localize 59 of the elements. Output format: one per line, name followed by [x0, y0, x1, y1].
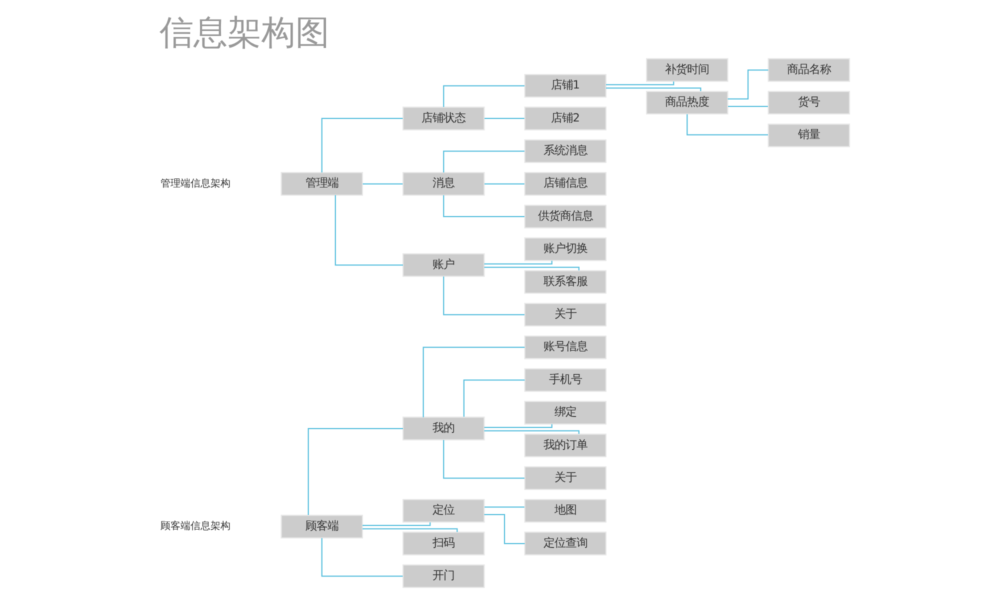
node-box: 地图 — [524, 498, 607, 523]
connector — [443, 150, 524, 172]
connector — [334, 195, 404, 266]
node-box: 管理端 — [280, 172, 364, 196]
node-box: 货号 — [768, 90, 850, 115]
node-box: 我的 — [402, 416, 485, 440]
node-box: 供货商信息 — [524, 204, 607, 228]
connector — [686, 114, 768, 136]
node-box: 扫码 — [402, 532, 485, 556]
node-box: 账号信息 — [524, 336, 607, 360]
label: 顾客端信息架构 — [160, 521, 231, 532]
connector — [606, 87, 702, 92]
connector — [728, 106, 768, 108]
connector — [484, 430, 580, 434]
connector — [443, 85, 524, 108]
node-box: 店铺1 — [524, 74, 607, 98]
node-box: 系统消息 — [524, 139, 607, 164]
connector — [484, 424, 552, 428]
connector — [463, 379, 525, 417]
node-box: 商品热度 — [646, 90, 728, 115]
connector — [362, 528, 458, 532]
node-box: 手机号 — [524, 368, 607, 392]
node-box: 联系客服 — [524, 270, 607, 294]
connector — [443, 195, 524, 218]
connector — [321, 538, 403, 577]
connector — [422, 346, 525, 418]
node-box: 店铺2 — [524, 106, 607, 130]
diagram-title: 信息架构图 — [160, 13, 330, 52]
node-box: 我的订单 — [524, 434, 607, 458]
node-box: 定位查询 — [524, 532, 607, 556]
connector — [484, 260, 552, 264]
node-box: 店铺状态 — [402, 106, 485, 130]
connector — [484, 183, 524, 184]
connector — [484, 266, 580, 270]
node-box: 店铺信息 — [524, 172, 607, 196]
connector — [606, 82, 674, 86]
connector — [728, 69, 768, 100]
connector — [484, 506, 524, 508]
node-box: 账户 — [402, 253, 485, 277]
connector — [484, 118, 524, 120]
connector — [362, 522, 431, 526]
node-box: 消息 — [402, 172, 485, 196]
node-box: 开门 — [402, 564, 485, 588]
connector — [321, 118, 403, 172]
connector — [443, 276, 524, 316]
connector — [484, 514, 525, 544]
node-box: 关于 — [524, 302, 607, 326]
connector — [443, 440, 524, 479]
node-box: 定位 — [402, 498, 485, 523]
label: 管理端信息架构 — [160, 178, 231, 190]
node-box: 绑定 — [524, 400, 607, 425]
node-box: 销量 — [768, 124, 850, 148]
node-box: 关于 — [524, 466, 607, 490]
node-box: 商品名称 — [768, 58, 850, 82]
node-box: 账户切换 — [524, 237, 607, 262]
node-box: 顾客端 — [280, 514, 364, 538]
node-box: 补货时间 — [646, 58, 728, 82]
connector — [308, 428, 404, 515]
connector — [362, 183, 403, 184]
